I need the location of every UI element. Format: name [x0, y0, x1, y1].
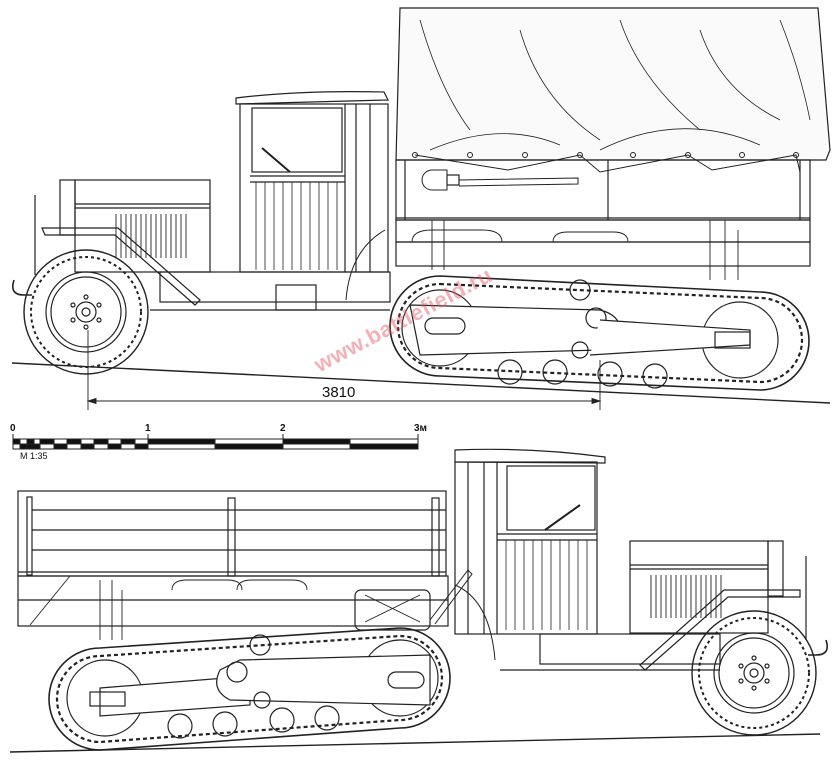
tarp-cover	[395, 7, 831, 161]
ground-line-bottom	[9, 733, 821, 753]
front-fender-bottom	[639, 589, 801, 671]
dimension-line	[86, 330, 602, 410]
track-assembly-top	[389, 275, 810, 391]
engine-hood-top	[74, 179, 211, 273]
scale-tick-1: 1	[145, 423, 151, 434]
cab-roof-top	[235, 91, 389, 105]
cab-window-top	[251, 107, 343, 173]
scale-tick-2: 2	[280, 423, 286, 434]
scale-tick-0: 0	[10, 423, 16, 434]
front-wheel-bottom	[691, 610, 817, 736]
ground-line-top	[11, 362, 831, 404]
bottom-vehicle-left-side-view	[9, 448, 829, 753]
scale-tick-3m: 3м	[414, 423, 427, 434]
front-fender-top	[41, 227, 201, 306]
top-vehicle-right-side-view	[11, 7, 831, 410]
cargo-bed-top	[395, 159, 811, 221]
cab-bottom	[454, 461, 598, 635]
cab-top	[239, 103, 389, 273]
scale-ratio-label: M 1:35	[20, 451, 48, 461]
cab-window-bottom	[506, 465, 596, 531]
track-assembly-bottom	[48, 627, 451, 751]
front-wheel-top	[23, 249, 149, 375]
dimension-label: 3810	[322, 384, 356, 401]
cargo-bed-bottom	[17, 490, 447, 577]
cab-roof-bottom	[454, 448, 606, 464]
scale-bar	[12, 434, 419, 450]
